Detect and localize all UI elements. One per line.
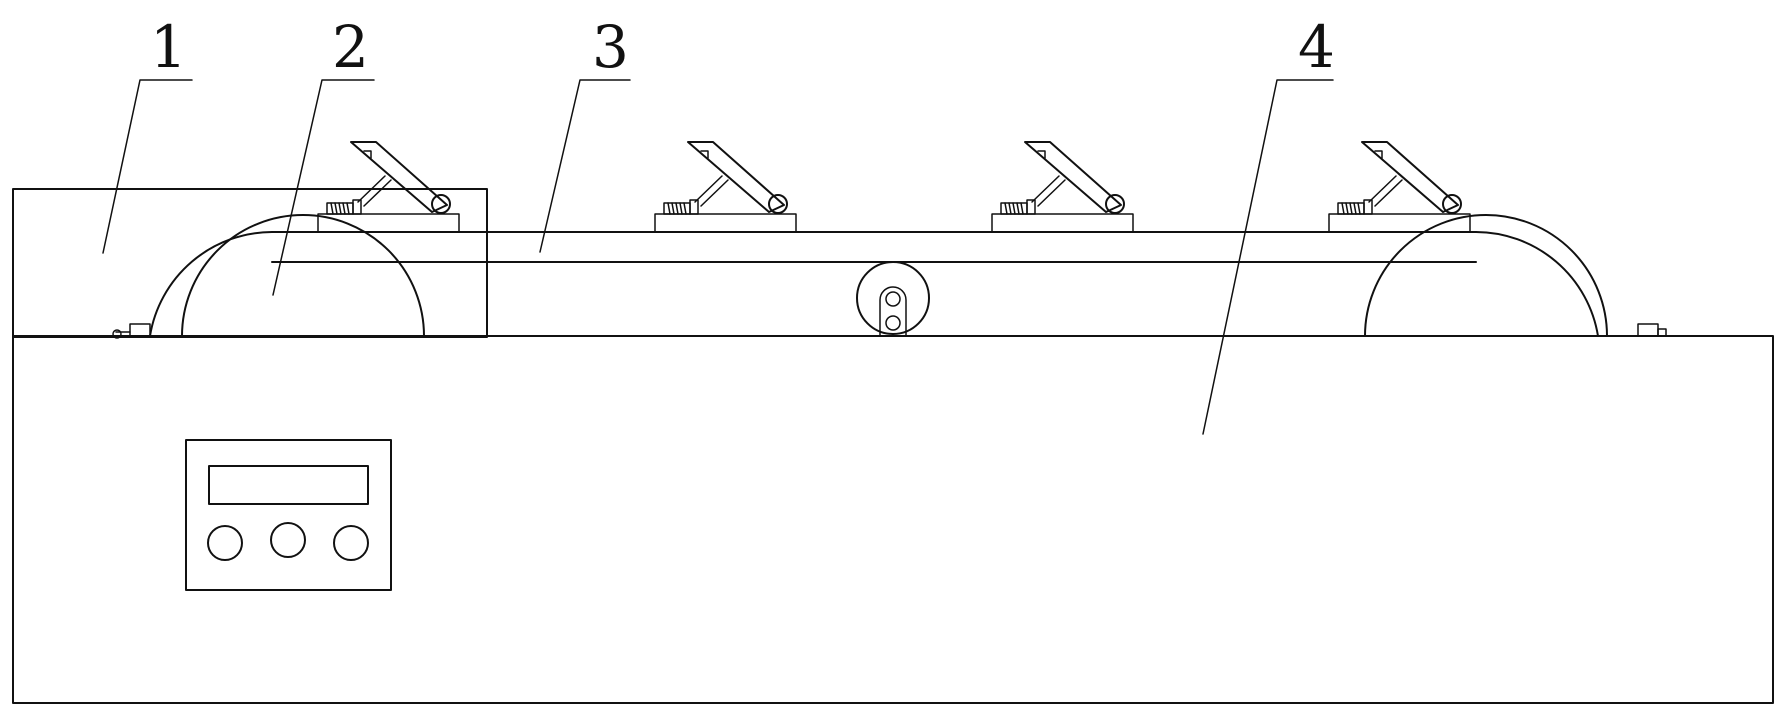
control-panel: [185, 439, 392, 591]
clamp-unit-4: [1328, 141, 1471, 233]
label-4: 4: [1298, 13, 1335, 81]
leader-lines: [102, 79, 1334, 435]
tensioner-roller: [856, 261, 930, 337]
clamp-unit-3: [991, 141, 1134, 233]
right-pulley: [1364, 214, 1667, 337]
clamp-unit-2: [654, 141, 797, 233]
label-1: 1: [150, 13, 187, 81]
left-pulley: [112, 214, 425, 339]
label-2: 2: [332, 13, 369, 81]
base-cabinet: [12, 335, 1774, 704]
label-3: 3: [592, 13, 629, 81]
clamp-unit-1: [317, 141, 460, 233]
conveyor-belt: [149, 231, 1599, 337]
